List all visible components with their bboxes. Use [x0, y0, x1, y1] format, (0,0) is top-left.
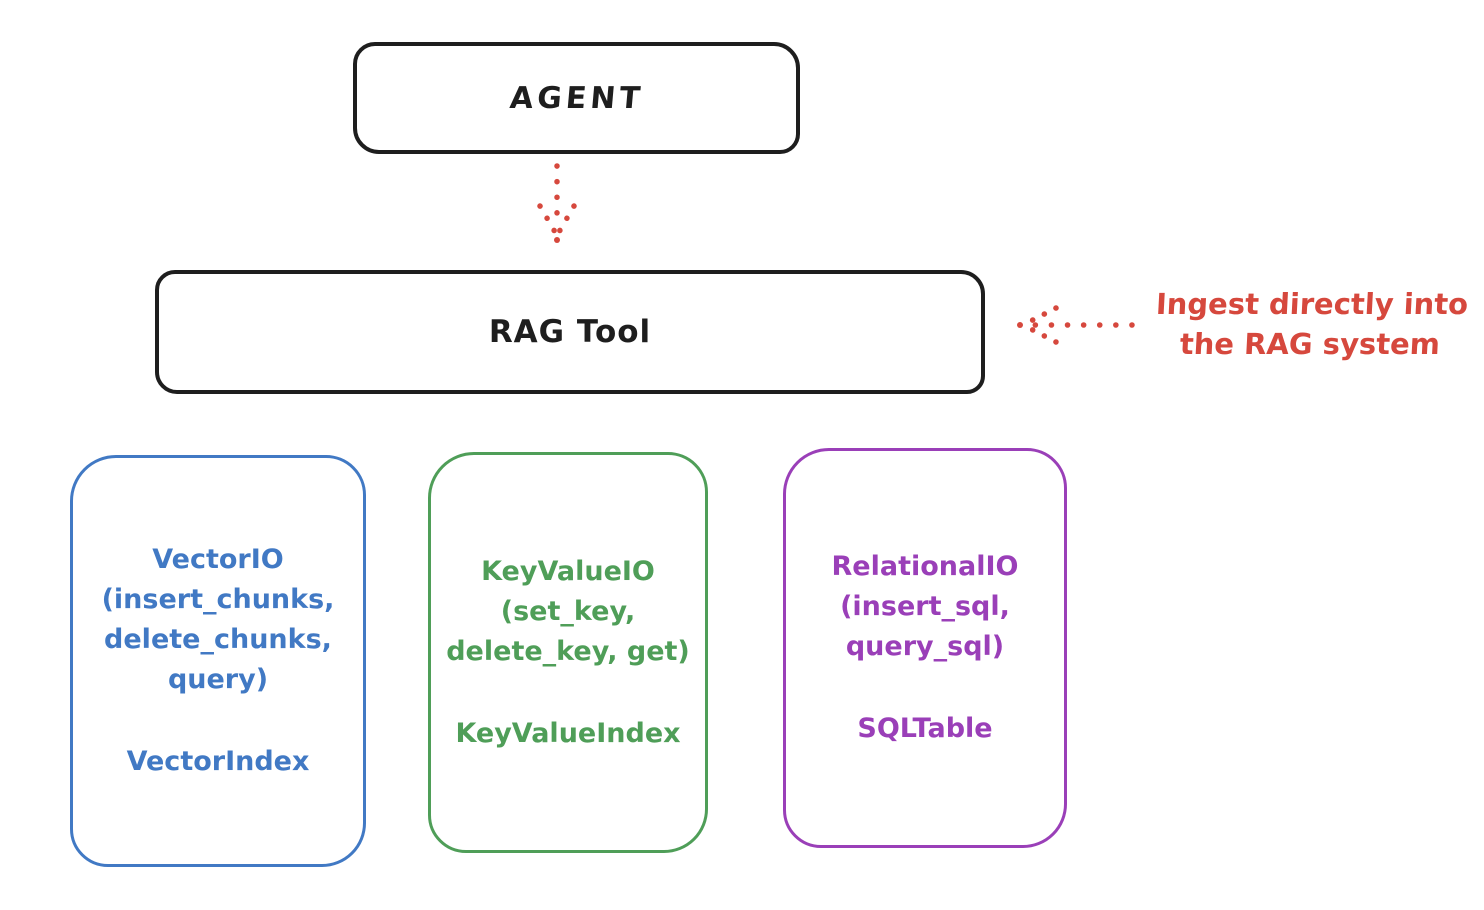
rag-tool-node-label: RAG Tool	[488, 314, 652, 350]
rag-tool-node: RAG Tool	[155, 270, 985, 394]
relational-io-node: RelationalIO (insert_sql, query_sql) SQL…	[783, 448, 1067, 848]
vector-io-node: VectorIO (insert_chunks, delete_chunks, …	[70, 455, 366, 867]
key-value-io-label: KeyValueIO (set_key, delete_key, get)	[446, 555, 690, 667]
agent-node-label: AGENT	[508, 80, 645, 116]
key-value-io-node: KeyValueIO (set_key, delete_key, get) Ke…	[428, 452, 708, 853]
sql-table-label: SQLTable	[857, 713, 993, 744]
ingest-annotation-arrow-icon	[1014, 301, 1138, 353]
ingest-annotation-line2: the RAG system	[1178, 327, 1441, 361]
relational-io-label: RelationalIO (insert_sql, query_sql)	[831, 551, 1019, 662]
ingest-annotation-line1: Ingest directly into	[1155, 287, 1470, 321]
ingest-annotation: Ingest directly into the RAG system	[1136, 284, 1484, 364]
agent-to-ragtool-arrow-icon	[527, 160, 587, 268]
vector-io-label: VectorIO (insert_chunks, delete_chunks, …	[101, 544, 335, 695]
agent-node: AGENT	[353, 42, 800, 154]
vector-index-label: VectorIndex	[126, 746, 310, 777]
key-value-index-label: KeyValueIndex	[455, 717, 681, 749]
